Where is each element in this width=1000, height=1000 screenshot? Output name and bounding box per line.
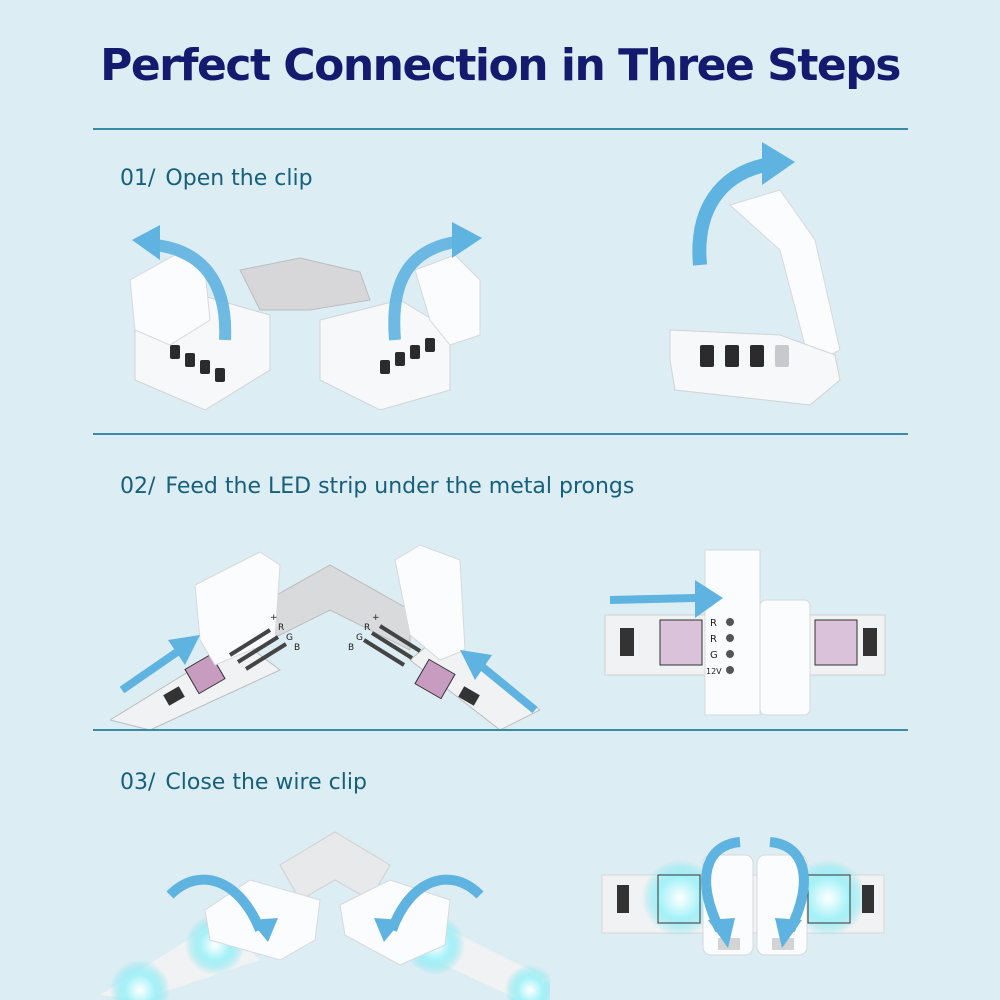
- svg-text:R: R: [710, 634, 717, 645]
- straight-arrow-up-left-icon: [477, 661, 538, 714]
- svg-text:G: G: [286, 633, 293, 643]
- svg-text:+: +: [372, 613, 380, 623]
- divider-1: [93, 433, 908, 435]
- svg-text:12V: 12V: [706, 667, 722, 676]
- svg-text:R: R: [364, 623, 370, 633]
- curved-arrow-down-left-icon: [387, 874, 484, 932]
- illustration-l-connector-closing: [100, 820, 550, 1000]
- step-3-number: 03/: [120, 770, 156, 795]
- divider-2: [93, 729, 908, 731]
- svg-text:R: R: [278, 623, 284, 633]
- step-2-text: Feed the LED strip under the metal prong…: [165, 474, 635, 499]
- svg-text:B: B: [348, 643, 354, 653]
- svg-text:B: B: [294, 643, 300, 653]
- page-title: Perfect Connection in Three Steps: [100, 40, 901, 91]
- svg-text:G: G: [710, 650, 718, 661]
- svg-text:R: R: [710, 618, 717, 629]
- pin-label-plus: +: [270, 613, 278, 623]
- curved-arrow-up-left-icon: [154, 239, 232, 341]
- illustration-l-connector-open: [110, 210, 510, 420]
- curved-arrow-up-right-icon: [388, 236, 457, 341]
- illustration-straight-connector-closing: [590, 820, 900, 1000]
- step-2-number: 02/: [120, 474, 156, 499]
- divider-top: [93, 128, 908, 130]
- step-3-text: Close the wire clip: [165, 770, 367, 795]
- straight-arrow-up-right-icon: [119, 646, 183, 694]
- illustration-l-connector-strip-insert: + R G B + R G B: [110, 540, 540, 730]
- curved-arrow-up-right-icon: [692, 158, 767, 266]
- step-2-label: 02/Feed the LED strip under the metal pr…: [120, 474, 634, 499]
- curved-arrow-down-right-icon: [769, 837, 809, 933]
- step-3-label: 03/Close the wire clip: [120, 770, 367, 795]
- curved-arrow-down-left-icon: [701, 837, 741, 933]
- curved-arrow-down-right-icon: [166, 874, 265, 932]
- illustration-single-clip-opening: [640, 140, 880, 420]
- step-1-text: Open the clip: [165, 166, 313, 191]
- step-1-number: 01/: [120, 166, 156, 191]
- straight-arrow-right-icon: [609, 594, 696, 604]
- step-1-label: 01/Open the clip: [120, 166, 313, 191]
- svg-text:G: G: [356, 633, 363, 643]
